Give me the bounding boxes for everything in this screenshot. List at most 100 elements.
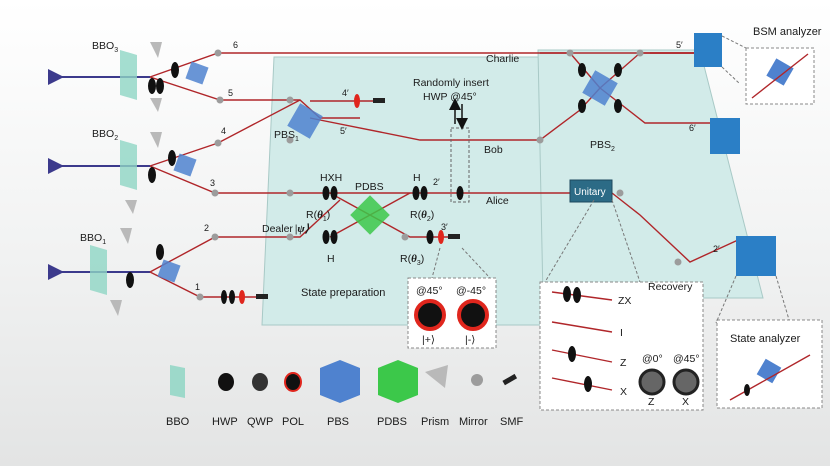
- bbo2-label: BBO2: [92, 128, 118, 142]
- hwp-0-icon: [638, 368, 666, 396]
- source3-waveplates: [148, 62, 179, 94]
- pbs2-cube: [582, 70, 618, 106]
- smf-couplers: [256, 98, 460, 299]
- source2-waveplates: [148, 150, 176, 183]
- pol-plus-angle: @45°: [416, 285, 443, 297]
- legend-mirror-icon: [471, 374, 483, 386]
- op-z-label: Z: [620, 357, 627, 369]
- h-top-waveplates: [412, 186, 428, 200]
- pbs1-cube: [287, 103, 323, 139]
- callout-lines: [431, 35, 791, 324]
- bsm-analyzer-cube: [766, 58, 794, 86]
- op-zx-plate-b: [573, 287, 581, 303]
- right-optical-table: [537, 49, 764, 299]
- left-optical-table: [261, 56, 546, 326]
- op-x-beam: [551, 377, 613, 391]
- legend-prism-label: Prism: [421, 416, 449, 428]
- alice-label: Alice: [486, 195, 509, 207]
- bbo3-crystal: [120, 50, 137, 100]
- pbs2-label: PBS2: [590, 139, 615, 153]
- unitary-label: Unitary: [574, 187, 606, 198]
- hwp-45-op: X: [682, 396, 689, 408]
- random-insert-box: [450, 127, 470, 203]
- pdbs-label: PDBS: [355, 181, 384, 193]
- path-5p-label: 5′: [340, 126, 347, 136]
- state-prep-label: State preparation: [301, 287, 385, 299]
- path-4-label: 4: [221, 126, 226, 136]
- hxh-label: HXH: [320, 172, 342, 184]
- state-analyzer-cube: [756, 358, 782, 384]
- pol-minus-icon: [457, 299, 489, 331]
- legend-prism-icon: [425, 365, 448, 388]
- hwp-0-op: Z: [648, 396, 655, 408]
- bbo2-crystal: [120, 140, 137, 190]
- path-1-elements: [221, 290, 245, 304]
- pdbs-cube: [350, 195, 390, 235]
- state-analyzer-hwp: [744, 384, 750, 396]
- legend-smf-label: SMF: [500, 416, 524, 428]
- legend-qwp-icon: [252, 373, 268, 391]
- source3-pbs: [185, 61, 209, 85]
- op-x-label: X: [620, 386, 627, 398]
- path-5-label: 5: [228, 88, 233, 98]
- path-6p-label: 6′: [689, 123, 696, 133]
- op-zx-plate-a: [563, 286, 571, 302]
- op-z-beam: [551, 349, 613, 363]
- legend-pbs-label: PBS: [327, 416, 349, 428]
- path-2p-label: 2′: [433, 177, 440, 187]
- op-z-plate: [568, 346, 576, 362]
- legend-qwp-label: QWP: [247, 416, 273, 428]
- pol-plus-icon: [414, 299, 446, 331]
- hwp-0-angle: @0°: [642, 353, 663, 365]
- legend-mirror-label: Mirror: [459, 416, 488, 428]
- r1-label: R(θ1): [306, 209, 330, 223]
- legend-pdbs-label: PDBS: [377, 416, 407, 428]
- bsm-analyzer-label: BSM analyzer: [753, 26, 822, 38]
- random-insert-line2: HWP @45°: [423, 91, 477, 103]
- source1-waveplates: [126, 244, 164, 288]
- op-i-label: I: [620, 327, 623, 339]
- legend-pol-icon: [284, 372, 302, 392]
- source2-prisms: [125, 132, 162, 214]
- r2-label: R(θ2): [410, 209, 434, 223]
- pol-minus-angle: @-45°: [456, 285, 486, 297]
- random-hwp: [456, 186, 464, 200]
- h-bottom-label: H: [327, 253, 335, 265]
- state-analyzer-beam: [729, 354, 811, 401]
- path-4p-polarizer: [354, 94, 360, 108]
- path-3-label: 3: [210, 178, 215, 188]
- recovery-detector: [736, 236, 776, 276]
- source2-pbs: [173, 153, 197, 177]
- bob-label: Bob: [484, 144, 503, 156]
- ket-minus-label: |-⟩: [465, 334, 475, 346]
- source1-prisms: [110, 228, 132, 316]
- op-x-plate: [584, 376, 592, 392]
- legend-pol-label: POL: [282, 416, 304, 428]
- legend-pdbs-icon: [378, 360, 418, 403]
- legend-bbo-icon: [170, 365, 185, 398]
- legend-smf-icon: [502, 373, 518, 386]
- hwp-45-icon: [672, 368, 700, 396]
- random-insert-line1: Randomly insert: [413, 77, 489, 89]
- pbs1-label: PBS1: [274, 129, 299, 143]
- hwp-45-angle: @45°: [673, 353, 700, 365]
- hxh-waveplates: [322, 186, 338, 200]
- pbs2-waveplates: [578, 63, 622, 113]
- path-3p-label: 3′: [441, 222, 448, 232]
- path-2-beam: [149, 199, 341, 273]
- charlie-label: Charlie: [486, 53, 519, 65]
- theta3-waveplates: [426, 230, 444, 244]
- ket-plus-label: |+⟩: [422, 334, 435, 346]
- legend-hwp-label: HWP: [212, 416, 238, 428]
- legend-bbo-label: BBO: [166, 416, 190, 428]
- state-analyzer-label: State analyzer: [730, 333, 801, 345]
- legend-pbs-icon: [320, 360, 360, 403]
- r3-label: R(θ3): [400, 253, 424, 267]
- op-i-beam: [551, 321, 613, 333]
- path-2pp-label: 2′: [713, 244, 720, 254]
- bbo1-label: BBO1: [80, 232, 106, 246]
- source1-pbs: [157, 259, 181, 283]
- bob-to-6p-beam: [599, 87, 712, 124]
- unitary-box[interactable]: [569, 179, 613, 203]
